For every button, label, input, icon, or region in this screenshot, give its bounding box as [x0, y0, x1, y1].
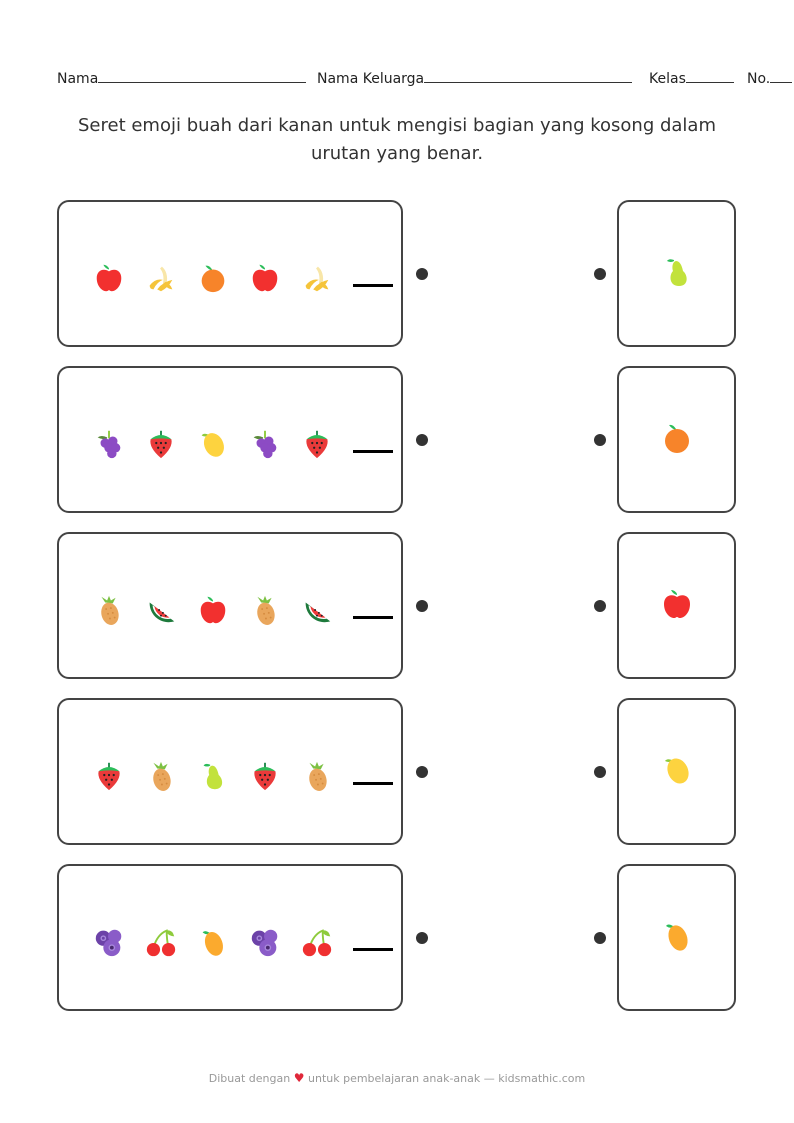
connector-dot-left[interactable] — [416, 932, 428, 944]
number-line[interactable] — [770, 68, 793, 83]
instructions: Seret emoji buah dari kanan untuk mengis… — [78, 115, 716, 164]
answer-blank-drop-target[interactable] — [353, 449, 393, 453]
banana-icon — [291, 260, 343, 296]
sequence-items — [83, 758, 393, 794]
pattern-row — [0, 366, 794, 516]
pattern-row — [0, 698, 794, 848]
strawberry-icon — [239, 758, 291, 794]
answer-blank-drop-target[interactable] — [353, 283, 393, 287]
connector-dot-left[interactable] — [416, 434, 428, 446]
pear-icon — [659, 254, 695, 294]
number-field[interactable]: No. — [747, 68, 793, 87]
pineapple-icon — [239, 592, 291, 628]
pear-icon — [187, 758, 239, 794]
pineapple-icon — [83, 592, 135, 628]
lemon-icon — [659, 752, 695, 792]
cherries-icon — [291, 924, 343, 960]
choice-card-mango[interactable] — [617, 864, 736, 1011]
grapes-icon — [83, 426, 135, 462]
connector-dot-right[interactable] — [594, 600, 606, 612]
connector-dot-right[interactable] — [594, 434, 606, 446]
blueberries-icon — [239, 924, 291, 960]
sequence-items — [83, 426, 393, 462]
class-line[interactable] — [685, 68, 734, 83]
student-info-header: Nama Nama Keluarga Kelas No. — [57, 68, 794, 88]
sequence-items — [83, 592, 393, 628]
family-name-line[interactable] — [424, 68, 633, 83]
connector-dot-left[interactable] — [416, 600, 428, 612]
connector-dot-left[interactable] — [416, 268, 428, 280]
answer-blank-drop-target[interactable] — [353, 947, 393, 951]
sequence-box — [57, 698, 403, 845]
sequence-box — [57, 366, 403, 513]
name-field[interactable]: Nama — [57, 68, 307, 87]
connector-dot-left[interactable] — [416, 766, 428, 778]
watermelon-icon — [135, 592, 187, 628]
name-label: Nama — [57, 71, 99, 87]
apple-icon — [659, 586, 695, 626]
orange-icon — [187, 260, 239, 296]
family-name-field[interactable]: Nama Keluarga — [317, 68, 633, 87]
choice-card-pear[interactable] — [617, 200, 736, 347]
footer-prefix: Dibuat dengan — [208, 1072, 291, 1085]
pattern-row — [0, 200, 794, 350]
pattern-row — [0, 532, 794, 682]
pineapple-icon — [291, 758, 343, 794]
sequence-box — [57, 532, 403, 679]
pattern-row — [0, 864, 794, 1014]
connector-dot-right[interactable] — [594, 932, 606, 944]
sequence-items — [83, 260, 393, 296]
sequence-box — [57, 864, 403, 1011]
cherries-icon — [135, 924, 187, 960]
banana-icon — [135, 260, 187, 296]
sequence-box — [57, 200, 403, 347]
footer-suffix: untuk pembelajaran anak-anak — kidsmathi… — [308, 1072, 586, 1085]
footer: Dibuat dengan ♥ untuk pembelajaran anak-… — [0, 1071, 794, 1085]
apple-icon — [83, 260, 135, 296]
answer-blank-drop-target[interactable] — [353, 781, 393, 785]
choice-card-orange[interactable] — [617, 366, 736, 513]
strawberry-icon — [291, 426, 343, 462]
apple-icon — [239, 260, 291, 296]
class-field[interactable]: Kelas — [649, 68, 734, 87]
apple-icon — [187, 592, 239, 628]
blueberries-icon — [83, 924, 135, 960]
class-label: Kelas — [649, 71, 686, 87]
choice-card-apple[interactable] — [617, 532, 736, 679]
name-line[interactable] — [98, 68, 307, 83]
family-name-label: Nama Keluarga — [317, 71, 425, 87]
watermelon-icon — [291, 592, 343, 628]
mango-icon — [659, 918, 695, 958]
strawberry-icon — [83, 758, 135, 794]
sequence-items — [83, 924, 393, 960]
heart-icon: ♥ — [293, 1071, 305, 1085]
lemon-icon — [187, 426, 239, 462]
connector-dot-right[interactable] — [594, 268, 606, 280]
choice-card-lemon[interactable] — [617, 698, 736, 845]
orange-icon — [659, 420, 695, 460]
pineapple-icon — [135, 758, 187, 794]
connector-dot-right[interactable] — [594, 766, 606, 778]
number-label: No. — [747, 71, 771, 87]
mango-icon — [187, 924, 239, 960]
answer-blank-drop-target[interactable] — [353, 615, 393, 619]
grapes-icon — [239, 426, 291, 462]
strawberry-icon — [135, 426, 187, 462]
